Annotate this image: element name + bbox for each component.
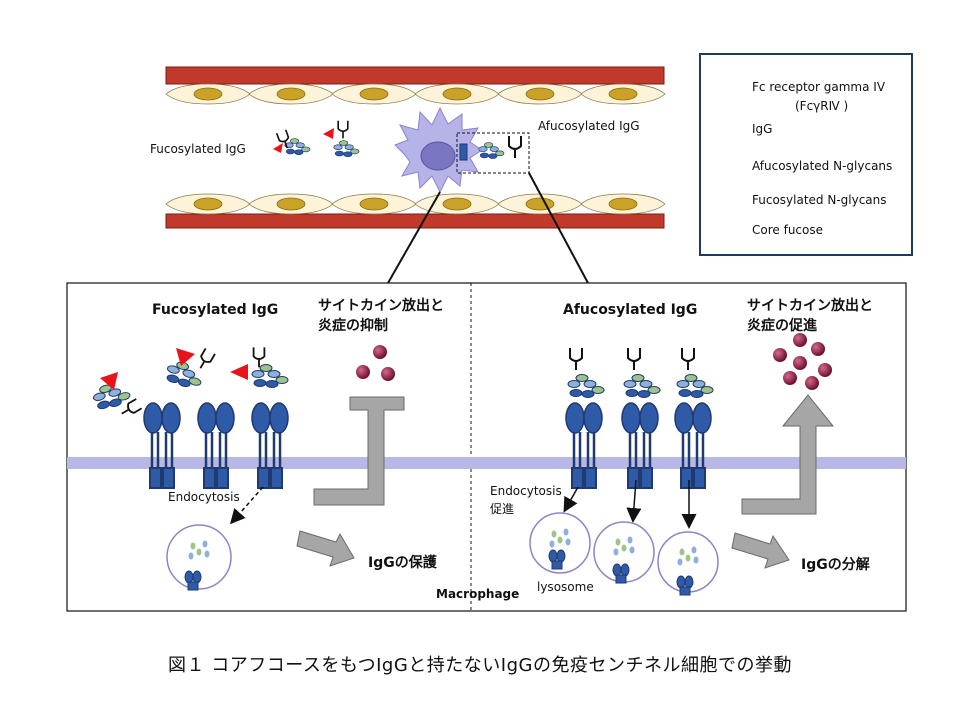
left-cytokines [356,345,395,381]
legend-fc-receptor-label: Fc receptor gamma IV [752,80,886,94]
top-fucosylated-label: Fucosylated IgG [150,142,246,156]
legend [699,53,913,256]
left-fucosylated-igg [90,346,289,420]
inhibition-arrow [313,396,405,506]
right-cytokine-line1: サイトカイン放出と [747,298,873,314]
legend-fc-receptor-sublabel: (FcγRⅣ ) [795,99,849,113]
left-endosome [166,524,232,591]
legend-igg-label: IgG [752,122,773,136]
right-endocytosis-arrow-1 [563,486,579,513]
legend-fucosylated-label: Fucosylated N-glycans [752,193,887,207]
endothelial-cells-top [165,83,666,105]
promotion-arrow [741,394,835,515]
zoom-box-content [459,135,522,161]
legend-afucosylated-label: Afucosylated N-glycans [752,159,893,173]
lysosome-label: lysosome [537,580,594,594]
right-endocytosis-arrow-2 [626,479,642,523]
top-afucosylated-label: Afucosylated IgG [538,119,640,133]
legend-core-fucose-label: Core fucose [752,223,823,237]
right-endocytosis-promote-label: 促進 [490,502,515,516]
left-outcome-label: IgGの保護 [368,555,437,571]
right-cytokine-line2: 炎症の促進 [747,318,817,334]
left-panel-title: Fucosylated IgG [152,302,279,318]
macrophage-cell [394,106,483,194]
right-outcome-label: IgGの分解 [801,557,870,573]
macrophage-label: Macrophage [436,587,520,601]
right-panel-title: Afucosylated IgG [563,302,698,318]
cell-membrane [67,457,906,469]
right-cytokines [773,333,832,390]
blood-vessel [165,66,666,229]
top-fucosylated-igg-2 [323,120,360,157]
left-cytokine-line2: 炎症の抑制 [318,318,388,334]
top-fucosylated-igg-1 [273,129,311,155]
right-outcome-arrow [731,532,790,569]
left-outcome-arrow [296,530,355,567]
endothelial-cells-bottom [165,193,666,215]
left-endocytosis-label: Endocytosis [168,490,240,504]
figure-caption: 図１ コアフコースをもつIgGと持たないIgGの免疫センチネル細胞での挙動 [168,655,792,676]
left-endocytosis-arrow [230,486,264,525]
right-lysosomes [529,512,719,596]
left-cytokine-line1: サイトカイン放出と [318,298,444,314]
zoom-box [456,132,530,174]
right-endocytosis-label: Endocytosis [490,484,562,498]
